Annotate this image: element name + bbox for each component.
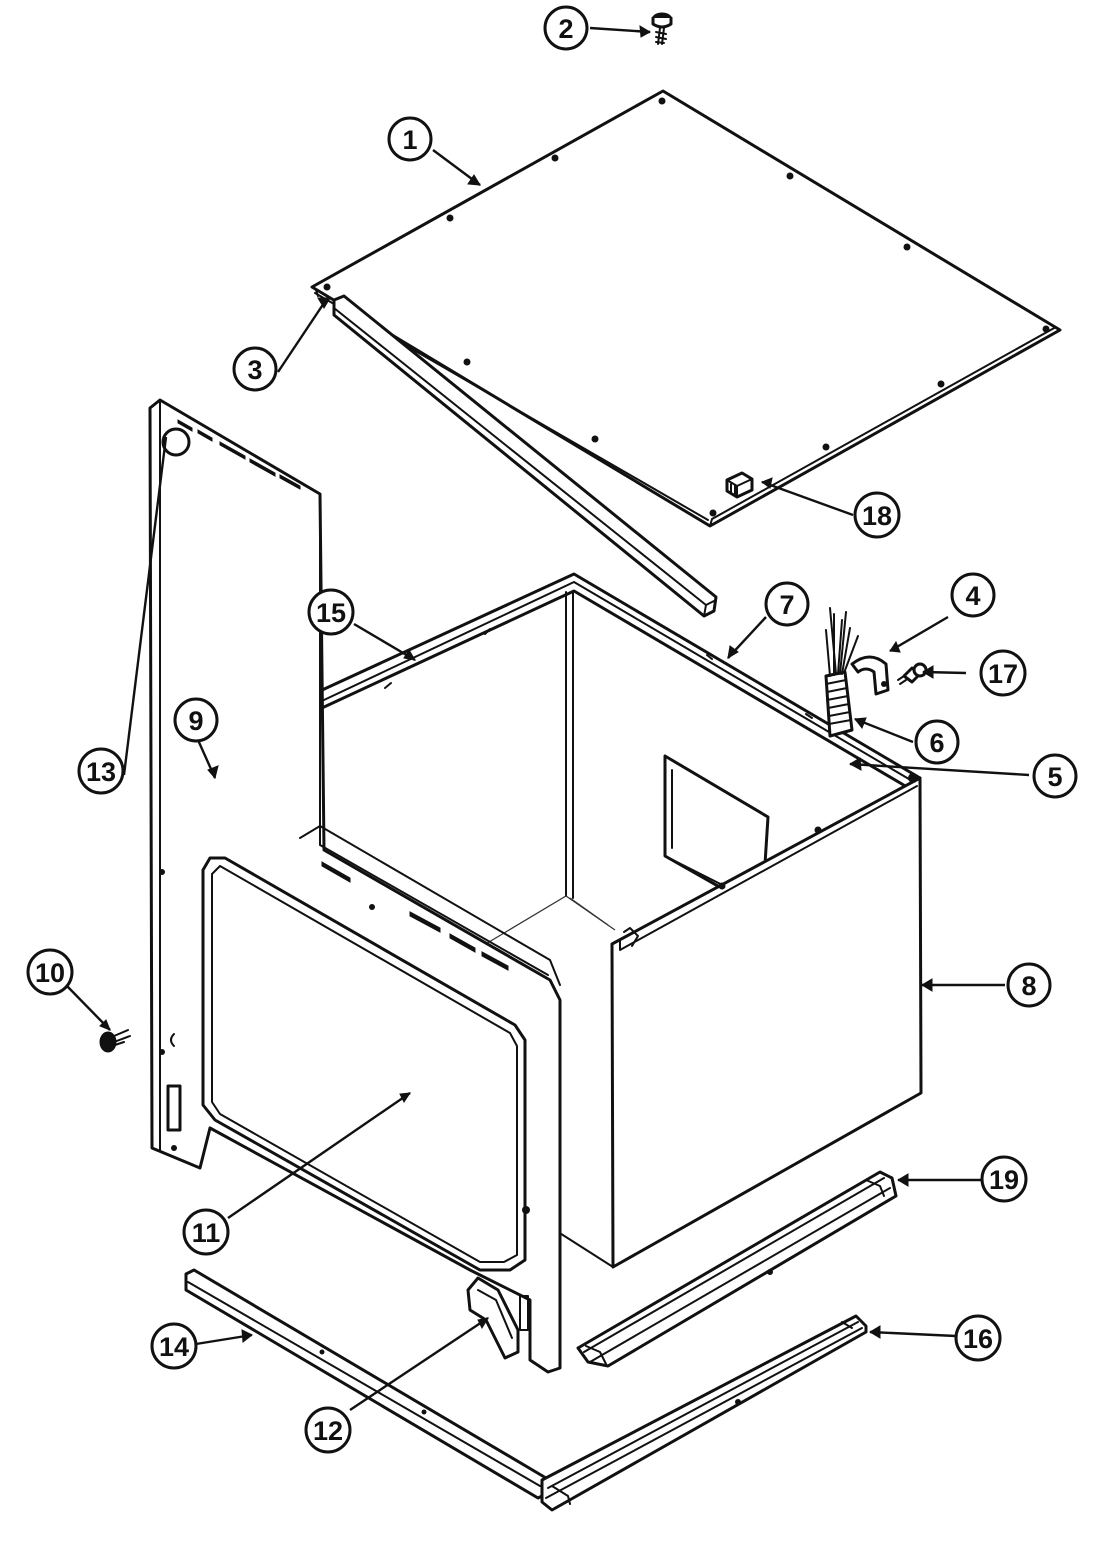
svg-text:10: 10 (35, 958, 65, 988)
part-18-connector (725, 471, 754, 499)
callout-15: 15 (307, 588, 355, 636)
svg-text:12: 12 (313, 1416, 343, 1446)
callout-16: 16 (954, 1314, 1002, 1362)
callout-9: 9 (173, 697, 219, 743)
callout-5: 5 (1032, 753, 1078, 799)
part-12-hinge (466, 1276, 529, 1360)
part-10-screw (99, 1029, 131, 1053)
svg-text:15: 15 (316, 598, 346, 628)
callout-18: 18 (853, 491, 901, 539)
callout-1: 1 (387, 116, 433, 162)
part-6-harness-grommet (824, 607, 859, 738)
part-3-strip (332, 294, 718, 618)
callout-10: 10 (26, 948, 74, 996)
callout-3: 3 (232, 346, 278, 392)
callout-13: 13 (77, 747, 125, 795)
part-13-plug (161, 427, 191, 457)
callout-12: 12 (304, 1406, 352, 1454)
svg-text:17: 17 (988, 659, 1018, 689)
callout-17: 17 (979, 649, 1027, 697)
svg-text:7: 7 (779, 590, 794, 620)
callout-2: 2 (543, 5, 589, 51)
part-2-screw (651, 12, 673, 45)
part-15-side-rim (281, 572, 922, 789)
svg-text:16: 16 (963, 1324, 993, 1354)
svg-text:4: 4 (965, 581, 980, 611)
svg-text:11: 11 (192, 1218, 221, 1248)
part-1-top-panel (310, 89, 1062, 528)
part-16-bottom-rail (540, 1314, 868, 1512)
part-4-clamp (850, 655, 890, 696)
svg-text:6: 6 (929, 728, 944, 758)
callout-11: 11 (182, 1208, 230, 1256)
callout-4: 4 (950, 572, 996, 618)
svg-text:3: 3 (247, 355, 262, 385)
callout-14: 14 (150, 1322, 198, 1370)
svg-text:9: 9 (188, 706, 203, 736)
svg-text:18: 18 (862, 501, 892, 531)
svg-text:1: 1 (402, 125, 417, 155)
callout-7: 7 (764, 581, 810, 627)
callout-6: 6 (914, 719, 960, 765)
svg-text:14: 14 (159, 1332, 189, 1362)
svg-text:8: 8 (1021, 971, 1036, 1001)
part-19-rail (576, 1170, 898, 1368)
callout-8: 8 (1006, 962, 1052, 1008)
callout-19: 19 (980, 1155, 1028, 1203)
svg-text:5: 5 (1047, 762, 1062, 792)
svg-text:13: 13 (86, 757, 116, 787)
leader-lines (65, 25, 1030, 1411)
part-17-screw (897, 662, 928, 685)
svg-text:19: 19 (989, 1165, 1019, 1195)
svg-text:2: 2 (558, 14, 573, 44)
part-9-front-frame (148, 398, 562, 1374)
